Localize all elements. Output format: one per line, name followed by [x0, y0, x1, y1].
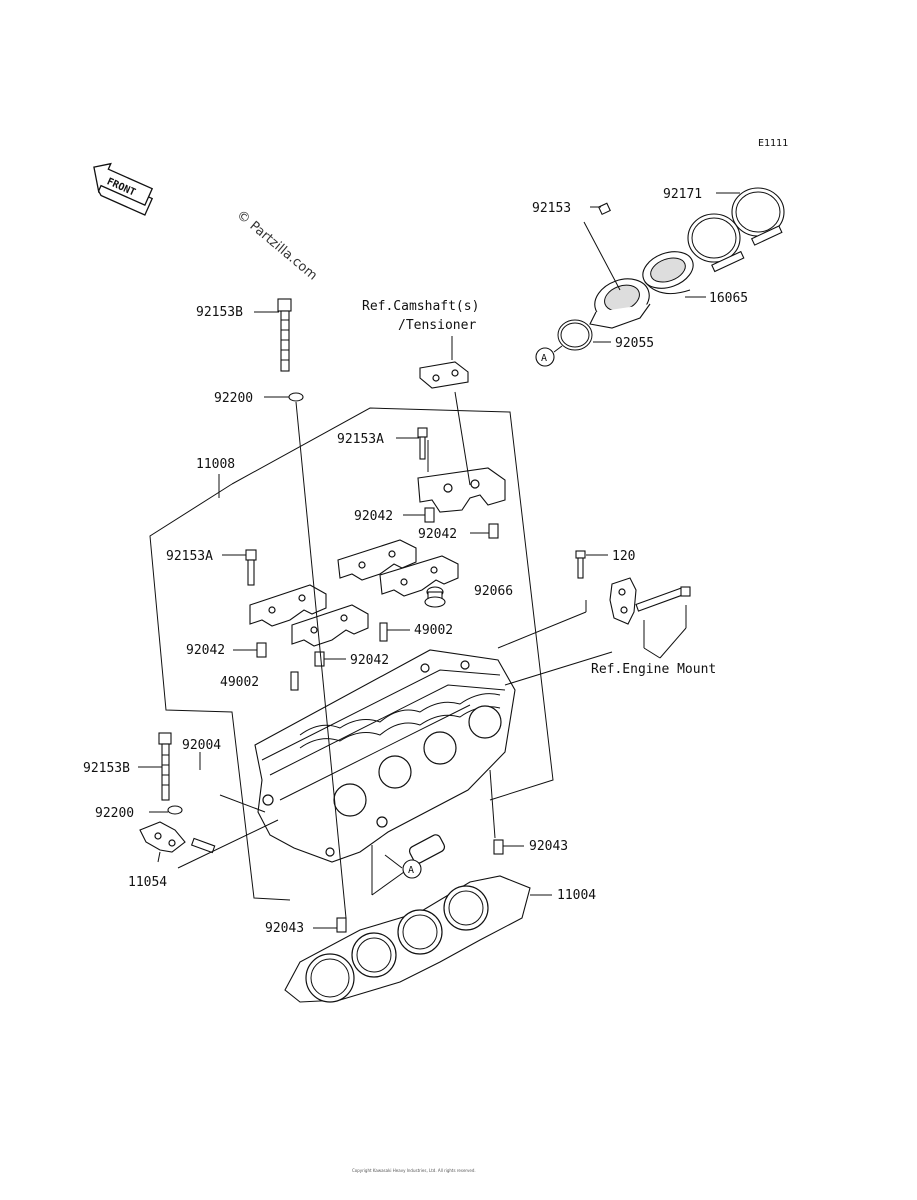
label-92153B-top: 92153B — [196, 305, 243, 320]
leader-lines — [138, 192, 740, 929]
bracket-11054 — [139, 821, 186, 853]
label-92043-right: 92043 — [529, 839, 568, 854]
tensioner-ref-block — [419, 361, 469, 389]
camshaft-cap-mid-1 — [337, 539, 417, 581]
label-92200-bottom: 92200 — [95, 806, 134, 821]
label-49002-right: 49002 — [414, 623, 453, 638]
clamp-92171 — [687, 187, 785, 273]
label-92153A-top: 92153A — [337, 432, 384, 447]
label-92042-d: 92042 — [350, 653, 389, 668]
bolt-92153B-bottom — [158, 732, 172, 801]
label-49002-left: 49002 — [220, 675, 259, 690]
oring-92055 — [557, 319, 593, 351]
dowel-92042-a — [424, 507, 435, 523]
camshaft-cap-top — [417, 427, 506, 513]
washer-92200-bottom — [167, 805, 183, 815]
label-11054: 11054 — [128, 875, 167, 890]
ref-camshaft-line2: /Tensioner — [398, 318, 476, 333]
label-92042-b: 92042 — [418, 527, 457, 542]
head-gasket-11004 — [284, 875, 531, 1003]
dowel-92042-b — [488, 523, 499, 539]
label-11004: 11004 — [557, 888, 596, 903]
label-16065: 16065 — [709, 291, 748, 306]
label-92153: 92153 — [532, 201, 571, 216]
camshaft-cap-mid-2 — [379, 555, 459, 597]
label-92171: 92171 — [663, 187, 702, 202]
watermark: © Partzilla.com — [233, 208, 319, 284]
ref-engine-mount: Ref.Engine Mount — [591, 662, 716, 677]
label-92042-c: 92042 — [186, 643, 225, 658]
callout-marker-a-bottom: A — [402, 859, 422, 879]
plug-49002-left — [290, 671, 299, 691]
label-92055: 92055 — [615, 336, 654, 351]
ref-camshaft-line1: Ref.Camshaft(s) — [362, 299, 479, 314]
footer-copyright: Copyright Kawasaki Heavy Industries, Ltd… — [352, 1168, 476, 1173]
bolt-92153B-top — [277, 298, 292, 372]
plug-49002-right — [379, 622, 388, 642]
fitting-92066 — [424, 586, 446, 608]
label-120: 120 — [612, 549, 635, 564]
dowel-92043-right — [493, 839, 504, 855]
label-92153A-left: 92153A — [166, 549, 213, 564]
intake-fitting-92153 — [589, 202, 651, 329]
label-92200-top: 92200 — [214, 391, 253, 406]
callout-marker-a-top: A — [535, 347, 555, 367]
label-92043-bottom: 92043 — [265, 921, 304, 936]
cylinder-head-11008 — [254, 649, 516, 864]
camshaft-cap-left-2 — [291, 604, 369, 647]
label-11008: 11008 — [196, 457, 235, 472]
svg-text:A: A — [408, 865, 414, 876]
dowel-92042-c — [256, 642, 267, 658]
label-92066: 92066 — [474, 584, 513, 599]
label-92042-a: 92042 — [354, 509, 393, 524]
label-92004: 92004 — [182, 738, 221, 753]
washer-92200-top — [288, 392, 304, 402]
front-arrow-icon: FRONT — [93, 162, 154, 216]
engine-mount-bracket — [609, 577, 691, 625]
label-92153B-bottom: 92153B — [83, 761, 130, 776]
svg-text:A: A — [541, 353, 547, 364]
dowel-92042-d — [314, 651, 325, 667]
dowel-92043-bottom — [336, 917, 347, 933]
stud-92004 — [190, 837, 216, 854]
diagram-code: E1111 — [758, 138, 788, 149]
holder-16065 — [642, 251, 694, 295]
camshaft-cap-left-1 — [245, 549, 327, 627]
bolt-120 — [575, 550, 586, 579]
